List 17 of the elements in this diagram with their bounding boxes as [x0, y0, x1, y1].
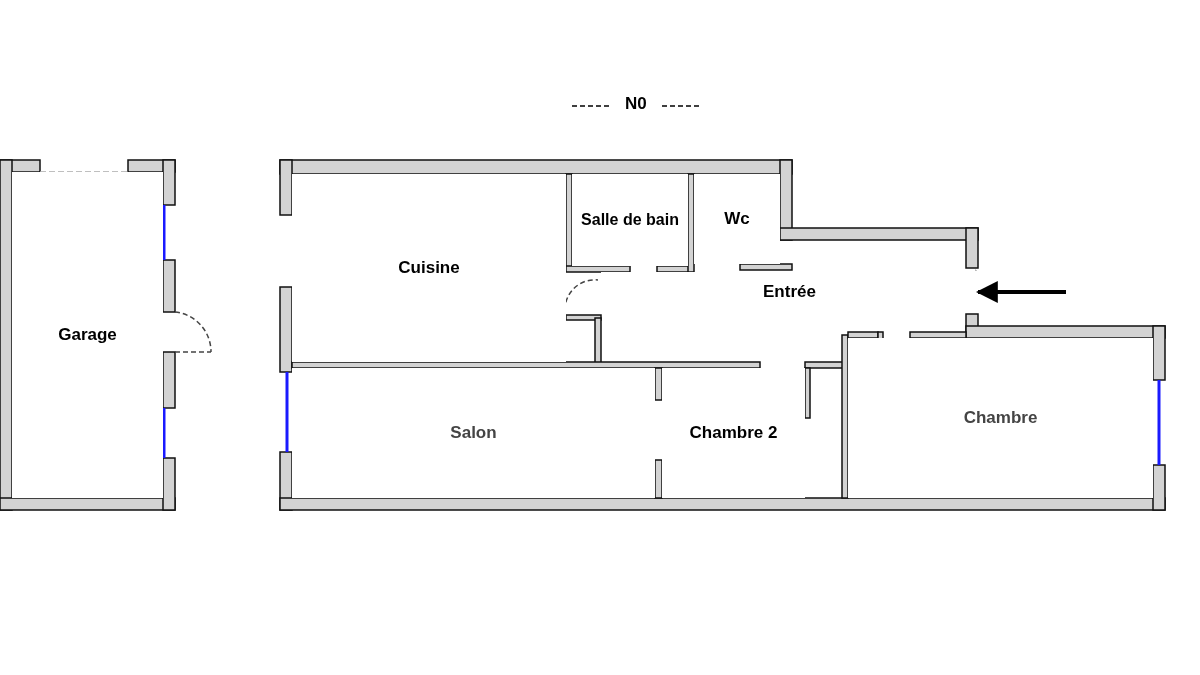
- room-floor: [694, 174, 780, 264]
- room-label: Chambre 2: [689, 423, 778, 443]
- room-floor: [848, 338, 1153, 498]
- plan-title: N0: [625, 94, 647, 114]
- room-floor: [572, 174, 688, 266]
- room-floor: [662, 368, 805, 498]
- room-label: Salle de bain: [581, 211, 679, 229]
- room-label: Salon: [450, 423, 497, 443]
- arrow: [975, 281, 1066, 303]
- room-floor: [292, 174, 566, 362]
- room-label: Chambre: [963, 408, 1038, 428]
- room-floor: [292, 368, 655, 498]
- room-label: Garage: [58, 325, 117, 345]
- room-label: Entrée: [763, 282, 816, 302]
- room-label: Wc: [724, 209, 750, 229]
- room-label: Cuisine: [398, 258, 460, 278]
- room-floor: [12, 172, 163, 498]
